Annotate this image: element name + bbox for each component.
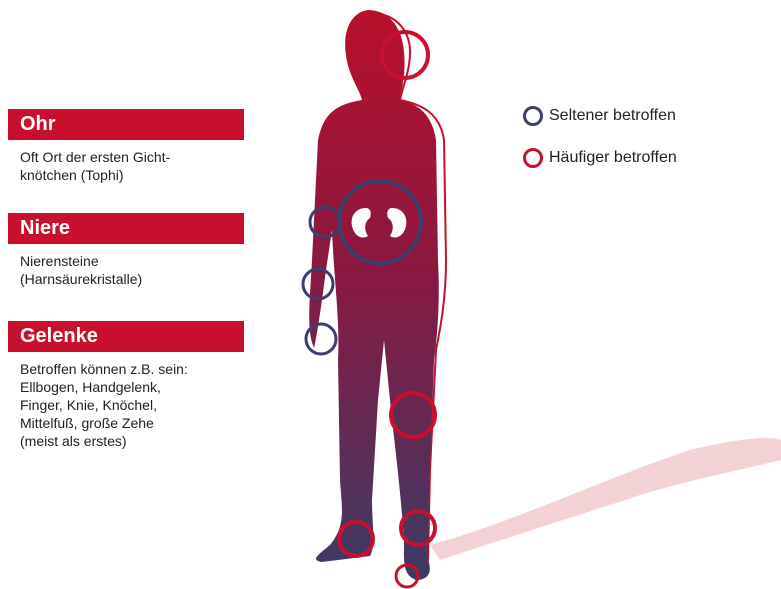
legend-label: Seltener betroffen	[549, 107, 676, 125]
section-ohr: Ohr Oft Ort der ersten Gicht- knötchen (…	[8, 109, 244, 184]
section-title: Ohr	[8, 109, 244, 140]
section-niere: Niere Nierensteine (Harnsäurekristalle)	[8, 213, 244, 288]
red-ring-icon	[523, 148, 543, 168]
section-text: Nierensteine (Harnsäurekristalle)	[20, 252, 244, 288]
section-gelenke: Gelenke Betroffen können z.B. sein: Ellb…	[8, 321, 244, 450]
legend-item-rare: Seltener betroffen	[523, 106, 676, 126]
section-title: Gelenke	[8, 321, 244, 352]
legend-label: Häufiger betroffen	[549, 149, 677, 167]
section-text: Oft Ort der ersten Gicht- knötchen (Toph…	[20, 148, 244, 184]
blue-ring-icon	[523, 106, 543, 126]
finger-ring	[306, 324, 336, 354]
section-text: Betroffen können z.B. sein: Ellbogen, Ha…	[20, 360, 244, 450]
legend-item-frequent: Häufiger betroffen	[523, 148, 677, 168]
section-title: Niere	[8, 213, 244, 244]
floor-shadow	[430, 438, 781, 560]
